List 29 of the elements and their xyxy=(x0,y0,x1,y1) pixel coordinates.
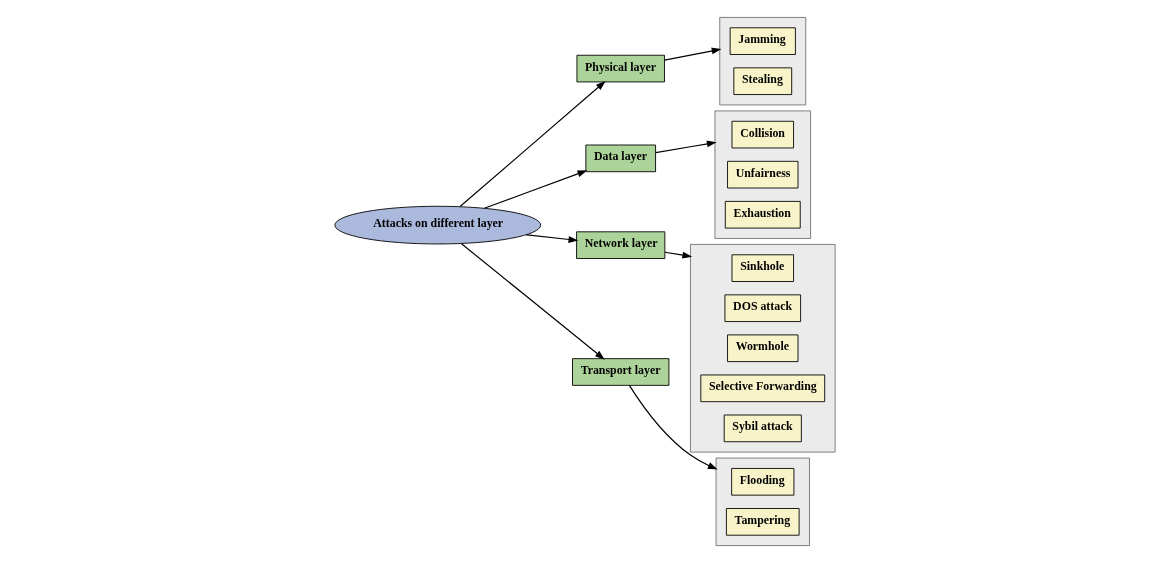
node-box: Flooding xyxy=(731,468,795,496)
node-box: Wormhole xyxy=(727,334,799,363)
cluster xyxy=(719,17,807,106)
arrow xyxy=(459,80,606,208)
cluster xyxy=(715,457,810,546)
arrow xyxy=(628,384,718,470)
arrow xyxy=(525,234,579,243)
arrow xyxy=(655,140,717,154)
node-box: Data layer xyxy=(585,144,657,173)
node-box: Transport layer xyxy=(572,358,670,386)
node-box: Jamming xyxy=(729,27,796,55)
cluster xyxy=(690,244,836,453)
node-box: Physical layer xyxy=(576,54,665,83)
node-ellipse: Attacks on different layer xyxy=(334,205,542,245)
node-box: Stealing xyxy=(733,67,793,95)
node-box: Collision xyxy=(731,120,794,149)
node-box: Sybil attack xyxy=(723,414,802,443)
arrow xyxy=(483,170,588,209)
node-box: Exhaustion xyxy=(724,200,801,229)
node-box: Unfairness xyxy=(727,160,799,189)
cluster xyxy=(714,110,811,239)
node-box: Sinkhole xyxy=(731,254,794,282)
node-box: Network layer xyxy=(576,231,666,259)
node-box: Selective Forwarding xyxy=(700,374,826,403)
arrow xyxy=(664,251,693,259)
node-box: Tampering xyxy=(725,508,800,536)
arrow xyxy=(664,47,722,61)
node-box: DOS attack xyxy=(724,294,802,322)
arrow xyxy=(460,243,605,360)
